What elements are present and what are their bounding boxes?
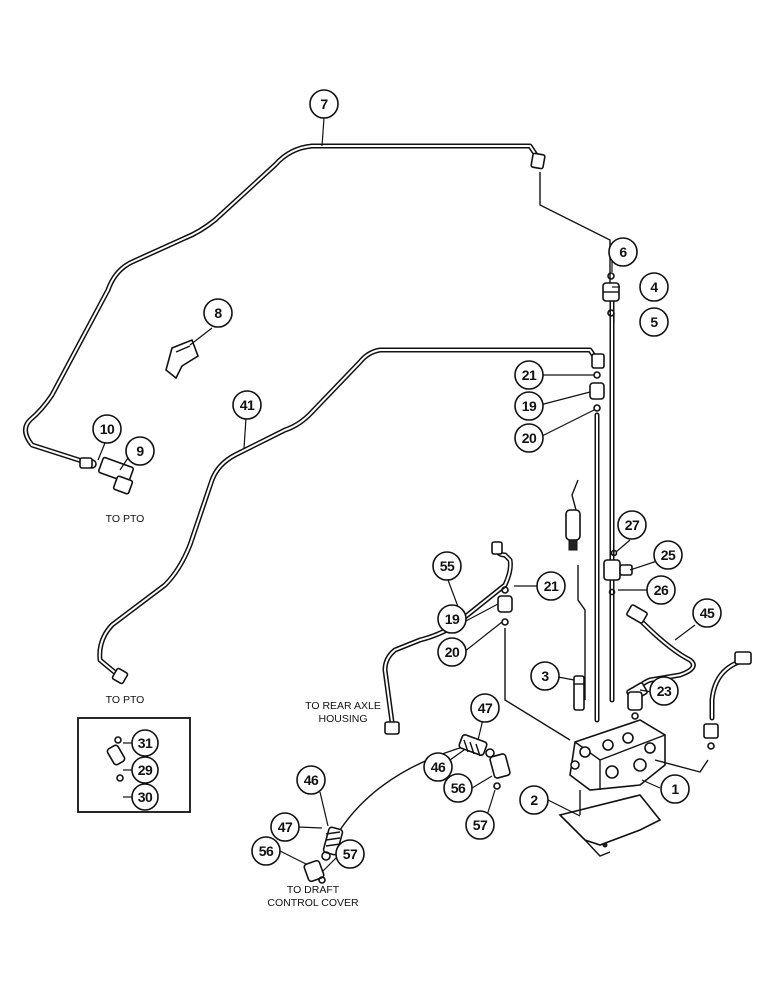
- tube-7: [23, 143, 546, 465]
- clip-8: [165, 338, 199, 380]
- callout-46-upper: 46: [423, 752, 453, 782]
- callout-4: 4: [639, 272, 669, 302]
- callout-47-lower-label: 47: [278, 819, 293, 835]
- callout-26-label: 26: [654, 582, 669, 598]
- callout-31: 31: [131, 729, 159, 757]
- note-to-pto-lower: TO PTO: [106, 694, 145, 706]
- tee-25: [603, 549, 633, 596]
- callout-23: 23: [649, 676, 679, 706]
- note-to-draft-line2: CONTROL COVER: [267, 897, 359, 909]
- callout-19-lower-label: 19: [445, 611, 460, 627]
- fitting-19-upper: [589, 371, 605, 412]
- note-to-rear-axle-line2: HOUSING: [318, 713, 367, 725]
- callout-7-label: 7: [320, 96, 328, 112]
- callout-55-label: 55: [440, 558, 455, 574]
- assembly-line-19: [504, 628, 571, 741]
- note-to-rear-axle-line1: TO REAR AXLE: [305, 700, 381, 712]
- fitting-group-upper: [458, 734, 511, 790]
- callout-8-label: 8: [214, 305, 222, 321]
- callout-27-label: 27: [625, 517, 640, 533]
- callout-46-lower-label: 46: [304, 772, 319, 788]
- inset-detail-box: [77, 717, 191, 813]
- callout-8: 8: [203, 298, 233, 328]
- valve-body-1: [569, 719, 709, 791]
- fitting-9: [79, 456, 135, 495]
- callout-26: 26: [646, 575, 676, 605]
- callout-6-label: 6: [619, 244, 627, 260]
- fitting-23: [627, 691, 643, 720]
- callout-7: 7: [309, 89, 339, 119]
- callout-21-lower-label: 21: [544, 578, 559, 594]
- callout-45: 45: [692, 598, 722, 628]
- callout-6: 6: [608, 237, 638, 267]
- callout-3-label: 3: [541, 668, 549, 684]
- callout-10-label: 10: [100, 421, 115, 437]
- callout-47-upper: 47: [470, 693, 500, 723]
- callout-20-upper-label: 20: [522, 430, 537, 446]
- callout-2-label: 2: [530, 792, 538, 808]
- callout-29: 29: [131, 756, 159, 784]
- callout-56-upper-label: 56: [451, 780, 466, 796]
- callout-20-lower: 20: [437, 637, 467, 667]
- leader-lines: [97, 117, 696, 873]
- callout-30: 30: [131, 783, 159, 811]
- callout-56-lower-label: 56: [259, 843, 274, 859]
- callout-56-lower: 56: [251, 836, 281, 866]
- base-plate-2: [558, 790, 662, 857]
- sender-unit: [565, 479, 586, 700]
- callout-21-lower: 21: [536, 571, 566, 601]
- callout-57-upper: 57: [465, 810, 495, 840]
- callout-19-upper: 19: [514, 391, 544, 421]
- callout-5-label: 5: [650, 314, 658, 330]
- callout-21-upper-label: 21: [522, 367, 537, 383]
- callout-41-label: 41: [240, 397, 255, 413]
- callout-57-upper-label: 57: [473, 817, 488, 833]
- callout-30-label: 30: [138, 789, 153, 805]
- callout-20-lower-label: 20: [445, 644, 460, 660]
- callout-27: 27: [617, 510, 647, 540]
- callout-45-label: 45: [700, 605, 715, 621]
- callout-31-label: 31: [138, 735, 153, 751]
- callout-47-upper-label: 47: [478, 700, 493, 716]
- callout-3: 3: [530, 661, 560, 691]
- bolt-3: [573, 675, 585, 711]
- callout-2: 2: [519, 785, 549, 815]
- callout-25: 25: [653, 540, 683, 570]
- callout-1: 1: [660, 774, 690, 804]
- callout-20-upper: 20: [514, 423, 544, 453]
- callout-5: 5: [639, 307, 669, 337]
- hose-line-46: [339, 744, 471, 831]
- callout-47-lower: 47: [270, 812, 300, 842]
- tube-41: [97, 347, 605, 685]
- callout-41: 41: [232, 390, 262, 420]
- callout-46-upper-label: 46: [431, 759, 446, 775]
- callout-46-lower: 46: [296, 765, 326, 795]
- callout-57-lower: 57: [335, 839, 365, 869]
- callout-55: 55: [432, 551, 462, 581]
- callout-25-label: 25: [661, 547, 676, 563]
- vertical-tube-pair: [594, 297, 615, 723]
- note-to-pto-upper: TO PTO: [106, 513, 145, 525]
- callout-19-upper-label: 19: [522, 398, 537, 414]
- callout-23-label: 23: [657, 683, 672, 699]
- note-to-draft-line1: TO DRAFT: [287, 884, 340, 896]
- callout-19-lower: 19: [437, 604, 467, 634]
- callout-10: 10: [92, 414, 122, 444]
- callout-56-upper: 56: [443, 773, 473, 803]
- callout-21-upper: 21: [514, 360, 544, 390]
- assembly-line-7-4: [539, 172, 611, 285]
- fitting-19-lower: [497, 586, 513, 626]
- callout-57-lower-label: 57: [343, 846, 358, 862]
- callout-4-label: 4: [650, 279, 658, 295]
- callout-1-label: 1: [671, 781, 679, 797]
- elbow-hose-right: [703, 651, 752, 750]
- callout-9-label: 9: [136, 443, 144, 459]
- fitting-4: [602, 272, 620, 317]
- callout-9: 9: [125, 436, 155, 466]
- callout-29-label: 29: [138, 762, 153, 778]
